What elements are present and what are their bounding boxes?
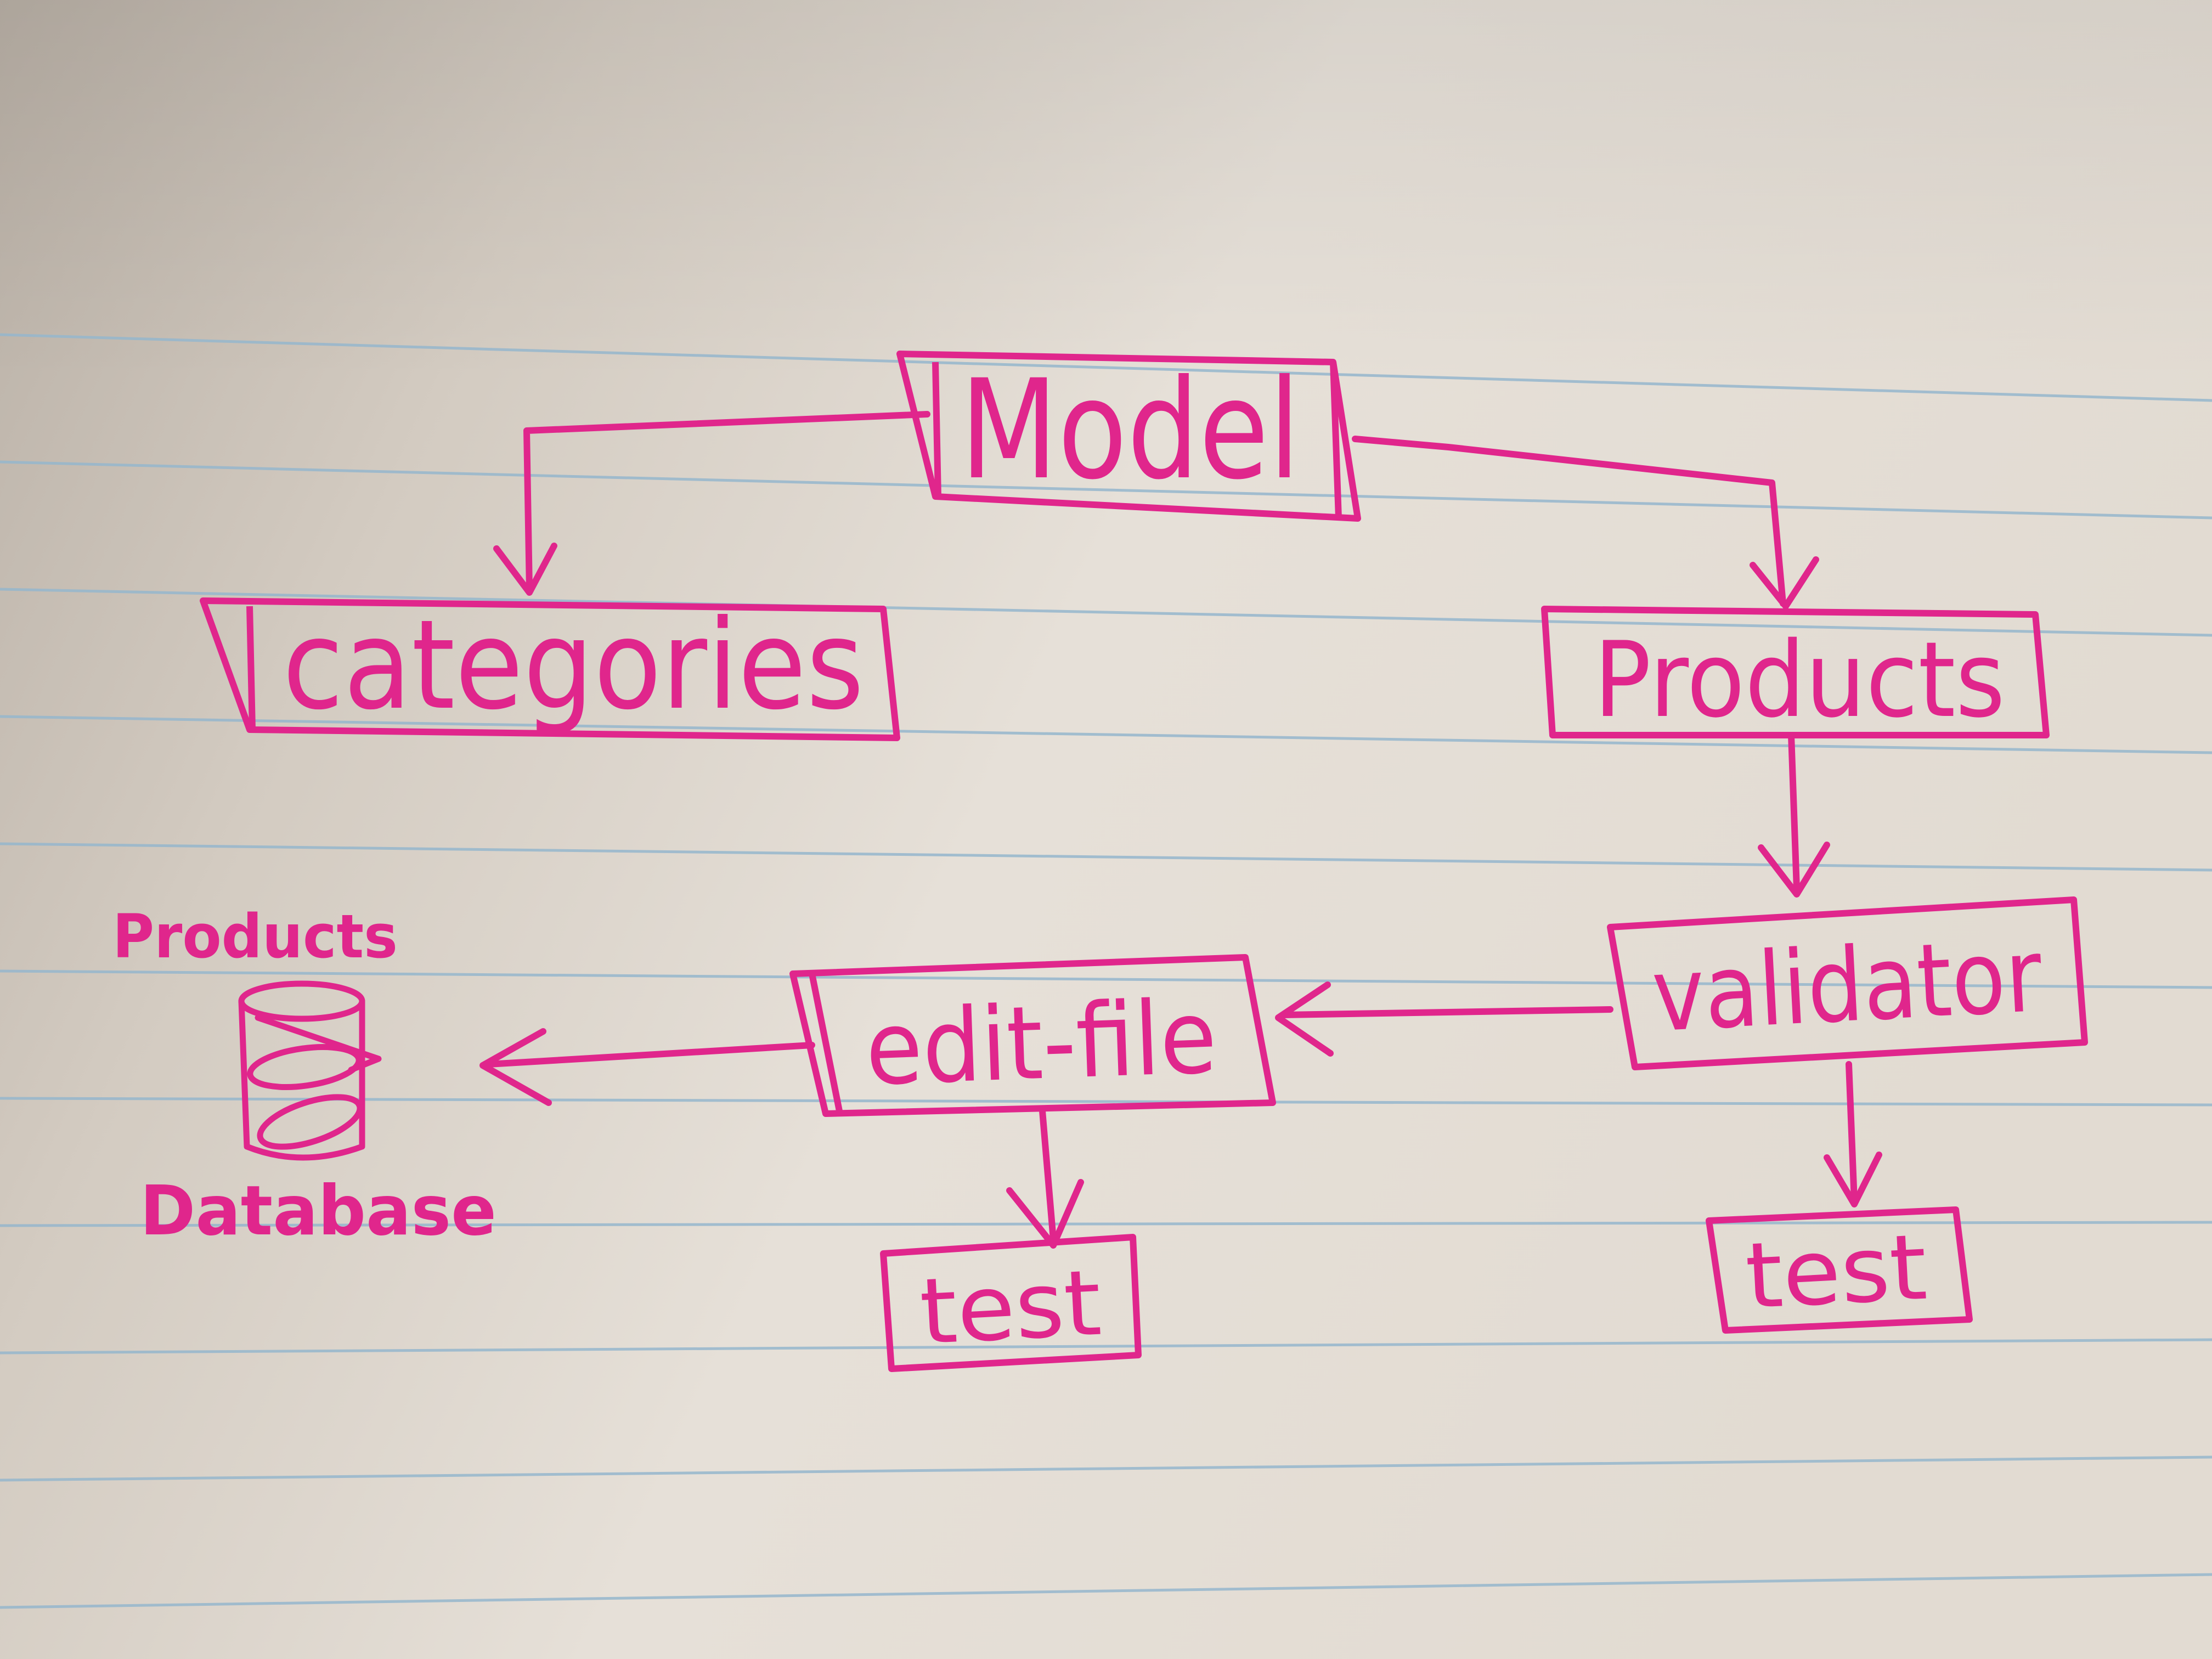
arrow-products-to-validator: [1788, 732, 1800, 892]
ruled-line: [0, 969, 2212, 989]
categories-box: [200, 597, 900, 741]
ruled-line: [0, 715, 2212, 754]
categories-box-inner-line: [246, 606, 256, 730]
products-box: [1541, 606, 2050, 738]
editfile-box: [789, 954, 1276, 1117]
arrow-validator-to-editfile: [1280, 1006, 1613, 1018]
label-products: Products: [1594, 619, 2005, 741]
ruled-line: [0, 1338, 2212, 1355]
arrowhead-categories: [493, 543, 557, 596]
arrow-editfile-to-database: [485, 1042, 815, 1068]
ruled-line: [0, 842, 2212, 872]
ruled-line: [0, 333, 2212, 402]
ruled-lines: [0, 333, 2212, 1609]
validator-box: [1607, 896, 2088, 1070]
label-database: Database: [140, 1171, 496, 1251]
label-test-right: test: [1743, 1215, 1929, 1329]
label-test-left: test: [917, 1250, 1104, 1365]
label-model: Model: [960, 350, 1300, 510]
arrow-model-to-categories: [523, 411, 930, 593]
paper-shading: [0, 0, 2212, 384]
arrowhead-editfile: [1275, 981, 1334, 1057]
arrow-validator-to-test-right: [1846, 1061, 1858, 1205]
model-box-inner-line: [932, 362, 1342, 519]
node-boxes: [200, 351, 2088, 1372]
ruled-line: [0, 588, 2212, 637]
label-categories: categories: [283, 594, 864, 737]
database-cylinder-icon: [238, 980, 382, 1161]
editfile-box-inner-line: [809, 973, 843, 1112]
arrow-editfile-to-test-left: [1039, 1108, 1057, 1243]
arrowhead-products: [1750, 556, 1819, 610]
ruled-line: [0, 1097, 2212, 1107]
arrowhead-test-right: [1824, 1152, 1882, 1207]
arrowhead-validator: [1758, 842, 1830, 898]
ruled-line: [0, 1221, 2212, 1227]
label-validator: validator: [1649, 916, 2045, 1055]
ruled-line: [0, 460, 2212, 520]
label-database-products: Products: [112, 901, 398, 972]
test-left-box: [880, 1234, 1142, 1372]
ruled-line: [0, 1573, 2212, 1609]
test-right-box: [1706, 1206, 1973, 1334]
arrow-model-to-products: [1352, 436, 1786, 607]
arrowhead-database: [479, 1028, 552, 1106]
label-editfile: edit-file: [864, 978, 1218, 1108]
node-labels: Model categories Products validator edit…: [112, 350, 2045, 1365]
connectors: [479, 411, 1882, 1249]
ruled-line: [0, 1455, 2212, 1482]
model-box: [896, 351, 1361, 522]
